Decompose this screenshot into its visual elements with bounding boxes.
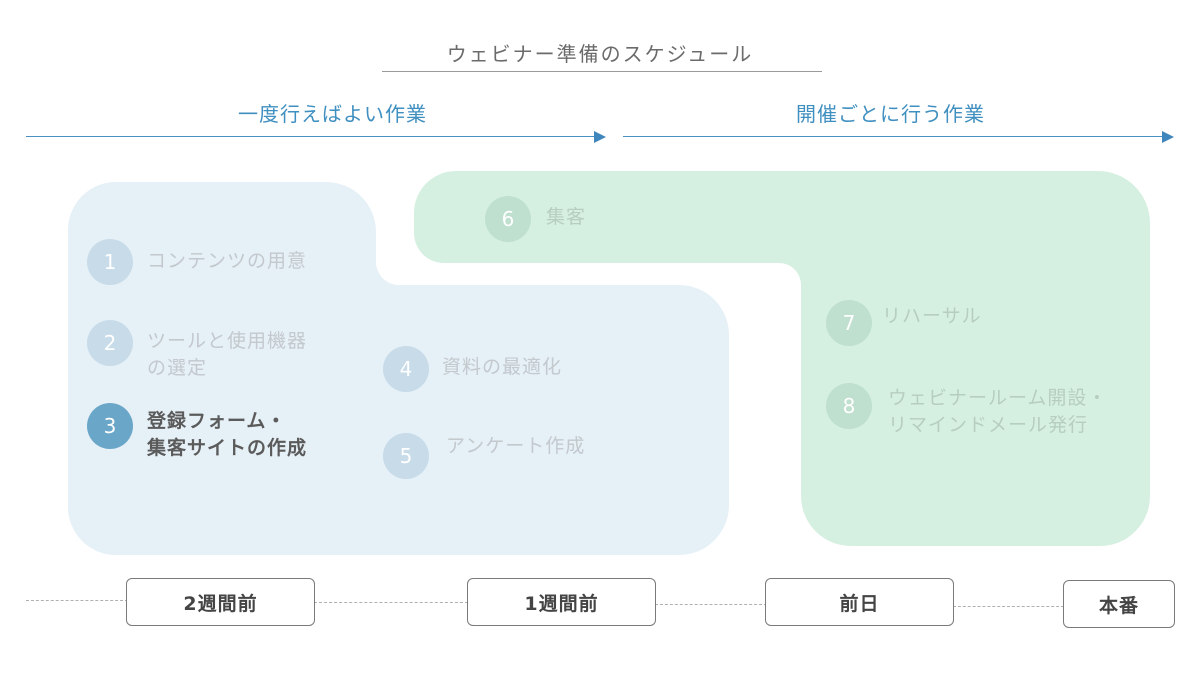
- step-2-number: 2: [87, 320, 133, 366]
- step-1-label: コンテンツの用意: [147, 250, 308, 272]
- phase-each-arrow-head-icon: [1162, 131, 1174, 143]
- step-2-label-line1: ツールと使用機器: [147, 330, 308, 352]
- step-4-number: 4: [383, 346, 429, 392]
- step-3-label-line1: 登録フォーム・: [147, 410, 287, 432]
- timeline-dots-1: [314, 602, 468, 603]
- step-1-number: 1: [87, 239, 133, 285]
- step-7-label: リハーサル: [882, 305, 982, 327]
- step-3-label: 登録フォーム・ 集客サイトの作成: [147, 408, 307, 462]
- region-each: [414, 171, 1150, 546]
- step-3-number: 3: [87, 403, 133, 449]
- diagram-title: ウェビナー準備のスケジュール: [446, 42, 754, 66]
- milestone-one-week-before: 1週間前: [467, 578, 656, 626]
- phase-label-each: 開催ごとに行う作業: [796, 102, 985, 126]
- step-5-label: アンケート作成: [446, 435, 586, 457]
- timeline-dots-start: [26, 600, 128, 601]
- step-2-label-line2: の選定: [147, 357, 208, 379]
- step-8-number: 8: [826, 383, 872, 429]
- phase-once-arrow-line: [26, 136, 596, 137]
- phase-once-arrow-head-icon: [594, 131, 606, 143]
- step-6-number: 6: [485, 196, 531, 242]
- timeline-dots-3: [953, 606, 1064, 607]
- step-8-label: ウェビナールーム開設・ リマインドメール発行: [888, 385, 1107, 439]
- phase-each-arrow-line: [623, 136, 1163, 137]
- step-8-label-line2: リマインドメール発行: [888, 414, 1089, 436]
- milestone-event-day: 本番: [1063, 580, 1175, 628]
- timeline-dots-2: [655, 604, 767, 605]
- step-7-number: 7: [826, 300, 872, 346]
- step-8-label-line1: ウェビナールーム開設・: [888, 387, 1108, 409]
- phase-label-once: 一度行えばよい作業: [238, 102, 427, 126]
- milestone-two-weeks-before: 2週間前: [126, 578, 315, 626]
- title-underline: [382, 71, 822, 72]
- milestone-day-before: 前日: [765, 578, 954, 626]
- step-2-label: ツールと使用機器 の選定: [147, 328, 307, 382]
- step-5-number: 5: [383, 433, 429, 479]
- step-4-label: 資料の最適化: [442, 356, 563, 378]
- step-6-label: 集客: [546, 206, 587, 228]
- step-3-label-line2: 集客サイトの作成: [147, 437, 308, 459]
